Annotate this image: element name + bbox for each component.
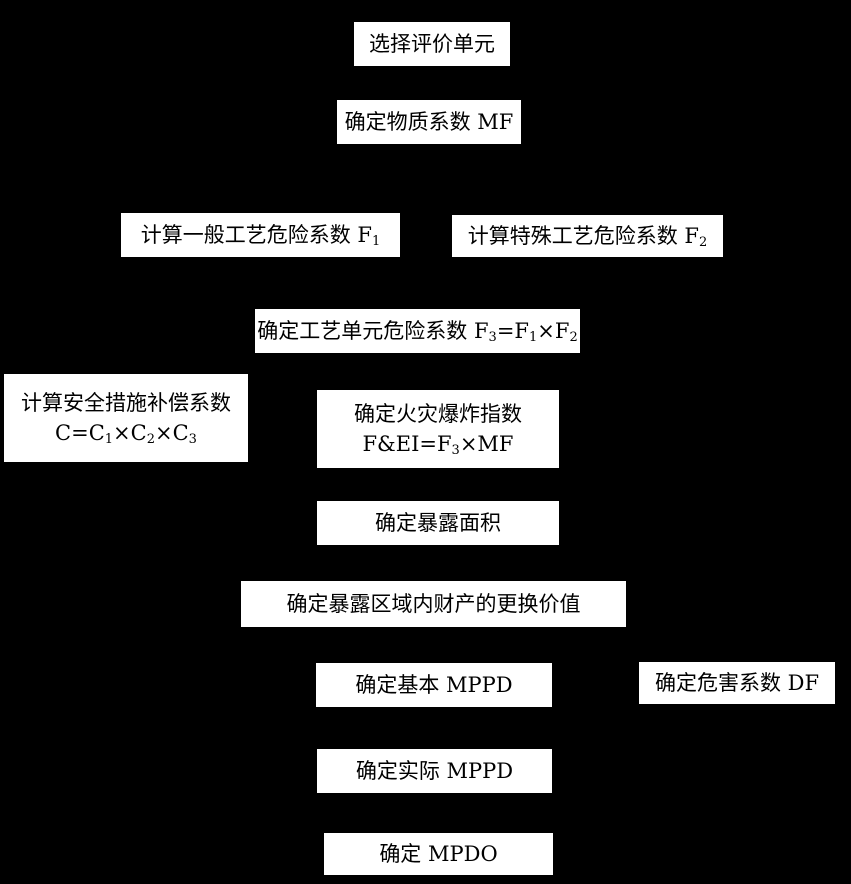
node-general-process-hazard: 计算一般工艺危险系数 F1 [119, 211, 402, 259]
node-actual-mppd-label: 确定实际 MPPD [355, 759, 514, 783]
node-base-mppd-label: 确定基本 MPPD [355, 673, 513, 697]
node-fire-explosion-index-line2: F&EI=F3×MF [362, 432, 514, 458]
node-damage-factor: 确定危害系数 DF [637, 660, 837, 706]
node-mpdo-label: 确定 MPDO [379, 842, 498, 866]
node-safety-credit-factor-line1: 计算安全措施补偿系数 [21, 391, 231, 415]
node-unit-hazard-factor: 确定工艺单元危险系数 F3=F1×F2 [253, 307, 582, 355]
node-special-process-hazard-label: 计算特殊工艺危险系数 F2 [467, 224, 708, 250]
node-safety-credit-factor: 计算安全措施补偿系数 C=C1×C2×C3 [2, 372, 250, 464]
node-special-process-hazard: 计算特殊工艺危险系数 F2 [450, 213, 725, 259]
node-select-unit: 选择评价单元 [352, 20, 512, 68]
node-material-factor: 确定物质系数 MF [335, 98, 523, 146]
node-fire-explosion-index-line1: 确定火灾爆炸指数 [354, 402, 522, 426]
node-actual-mppd: 确定实际 MPPD [315, 747, 554, 795]
node-select-unit-label: 选择评价单元 [369, 32, 495, 56]
node-safety-credit-factor-line2: C=C1×C2×C3 [55, 421, 197, 447]
node-exposure-area-label: 确定暴露面积 [375, 511, 501, 535]
node-replacement-value-label: 确定暴露区域内财产的更换价值 [286, 592, 581, 616]
node-exposure-area: 确定暴露面积 [315, 499, 561, 547]
node-damage-factor-label: 确定危害系数 DF [654, 671, 820, 695]
node-mpdo: 确定 MPDO [322, 831, 555, 877]
node-replacement-value: 确定暴露区域内财产的更换价值 [239, 579, 628, 629]
node-general-process-hazard-label: 计算一般工艺危险系数 F1 [140, 223, 381, 249]
node-fire-explosion-index: 确定火灾爆炸指数 F&EI=F3×MF [315, 388, 561, 470]
node-unit-hazard-factor-label: 确定工艺单元危险系数 F3=F1×F2 [257, 319, 578, 345]
node-material-factor-label: 确定物质系数 MF [344, 110, 514, 134]
node-base-mppd: 确定基本 MPPD [314, 661, 554, 709]
